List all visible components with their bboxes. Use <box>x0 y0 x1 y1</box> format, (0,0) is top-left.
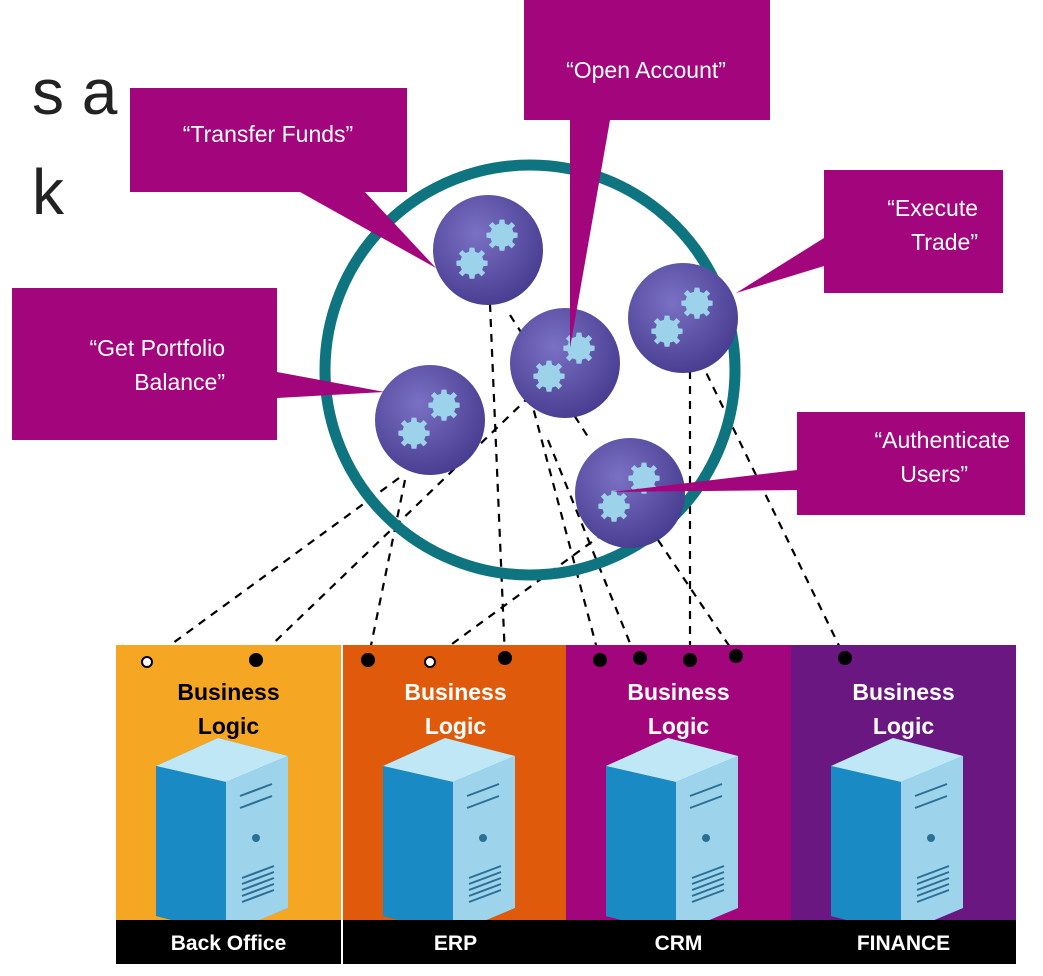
block-title-line-2: Logic <box>648 713 710 739</box>
system-label-bar <box>343 920 568 964</box>
connector-lines <box>146 303 846 663</box>
service-gears-open-account <box>510 308 620 418</box>
server-icon <box>155 737 289 935</box>
system-label-crm: CRM <box>655 932 703 955</box>
service-gears-execute-trade <box>628 263 738 373</box>
service-gears-authenticate <box>575 438 685 548</box>
callout-get-portfolio: “Get Portfolio Balance” <box>12 288 385 440</box>
block-title-line-1: Business <box>177 679 279 705</box>
block-title-line-2: Logic <box>198 713 260 739</box>
callout-transfer-funds: “Transfer Funds” <box>130 88 436 268</box>
callout-portfolio-text-2: Balance” <box>134 369 225 395</box>
block-title-line-1: Business <box>404 679 506 705</box>
callout-open-text: “Open Account” <box>566 57 726 83</box>
system-label-finance: FINANCE <box>857 932 950 955</box>
server-icon <box>382 737 516 935</box>
callout-execute-text-2: Trade” <box>911 229 978 255</box>
server-icon <box>830 737 964 935</box>
connection-points <box>141 649 852 668</box>
service-bus-ring <box>319 159 741 581</box>
partial-heading-line-2: k <box>32 156 64 228</box>
block-title-line-1: Business <box>627 679 729 705</box>
server-icon <box>605 737 739 935</box>
system-label-erp: ERP <box>434 932 477 955</box>
callout-auth-text-2: Users” <box>900 461 968 487</box>
system-label-back-office: Back Office <box>171 932 287 955</box>
block-title-line-2: Logic <box>873 713 935 739</box>
callout-portfolio-text: “Get Portfolio <box>90 335 226 361</box>
block-title-line-1: Business <box>852 679 954 705</box>
callout-execute-text: “Execute <box>887 195 978 221</box>
system-label-bar <box>791 920 1016 964</box>
callout-auth-text: “Authenticate <box>874 427 1010 453</box>
callout-open-account: “Open Account” <box>524 0 770 348</box>
block-title-line-2: Logic <box>425 713 487 739</box>
service-gears-portfolio <box>375 365 485 475</box>
callout-execute-trade: “Execute Trade” <box>736 170 1003 293</box>
partial-heading-line-1: s a <box>32 56 118 128</box>
service-gears-transfer <box>433 195 543 305</box>
callout-transfer-text: “Transfer Funds” <box>183 121 353 147</box>
callout-authenticate-users: “Authenticate Users” <box>612 412 1025 515</box>
system-label-bar <box>116 920 341 964</box>
system-label-bar <box>566 920 791 964</box>
